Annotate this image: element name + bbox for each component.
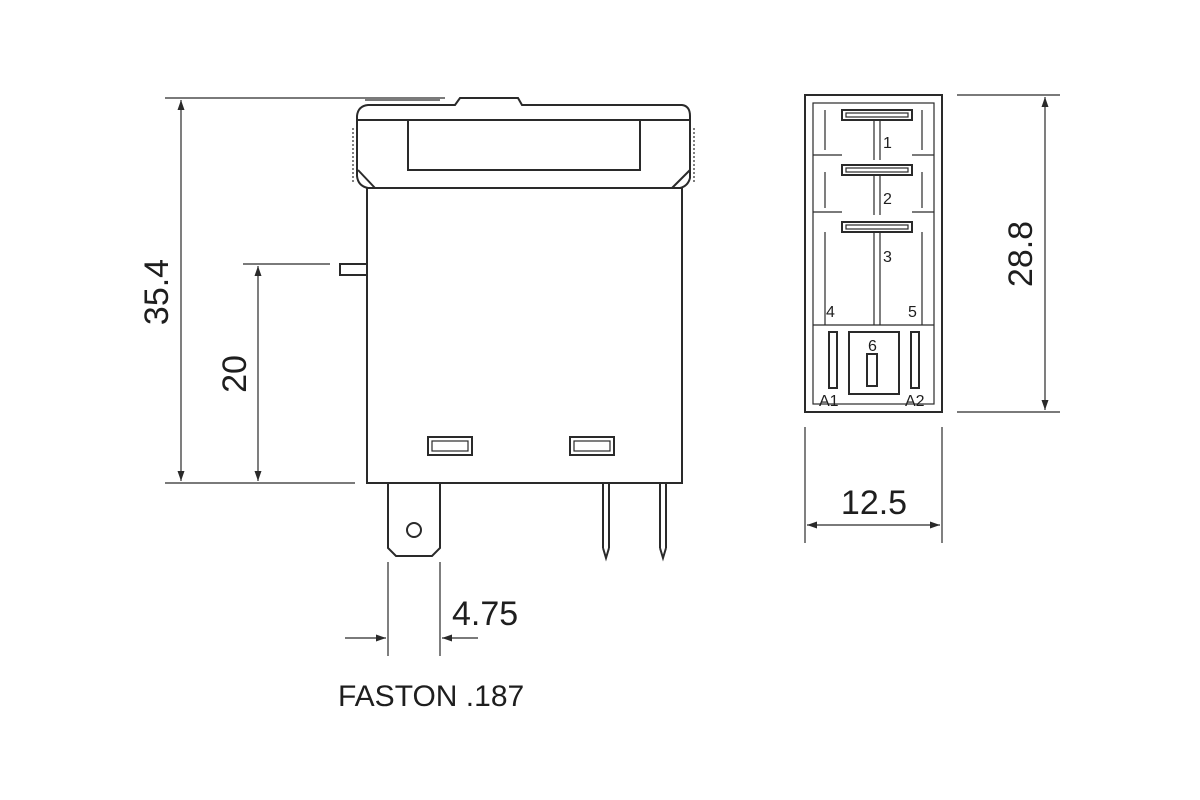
dim-lower-height: 20 bbox=[216, 263, 330, 481]
cap-bevel-left bbox=[357, 169, 376, 189]
dim-faston-width: 4.75 bbox=[345, 562, 518, 656]
pin-label-a1: A1 bbox=[819, 393, 839, 410]
dim-total-height-label: 35.4 bbox=[138, 259, 176, 325]
body-slot-right bbox=[569, 436, 615, 456]
dim-faston-width-label: 4.75 bbox=[452, 595, 518, 633]
pin-label-a2: A2 bbox=[905, 393, 925, 410]
faston-caption: FASTON .187 bbox=[338, 680, 524, 713]
dim-base-height: 28.8 bbox=[957, 94, 1060, 413]
dim-total-height: 35.4 bbox=[138, 97, 445, 484]
body-slot-left-inner bbox=[431, 440, 469, 452]
pin-label-4: 4 bbox=[826, 304, 835, 321]
side-view: 35.4 20 4.75 FASTON .187 bbox=[138, 97, 695, 713]
faston-hole bbox=[406, 522, 422, 538]
pin-label-1: 1 bbox=[883, 135, 892, 152]
grip-texture bbox=[352, 128, 695, 182]
body-slot-right-inner bbox=[573, 440, 611, 452]
dim-base-width-label: 12.5 bbox=[841, 484, 907, 522]
bottom-view: 1 2 3 4 5 6 A1 A2 28.8 12.5 bbox=[804, 94, 1060, 543]
contact-slots bbox=[813, 109, 934, 395]
dim-base-height-label: 28.8 bbox=[1002, 221, 1040, 287]
dim-base-width: 12.5 bbox=[804, 427, 943, 543]
pin-label-2: 2 bbox=[883, 191, 892, 208]
pin-label-3: 3 bbox=[883, 249, 892, 266]
pin-label-6: 6 bbox=[868, 338, 877, 355]
dim-lower-height-label: 20 bbox=[216, 355, 254, 393]
base-inner-outline bbox=[812, 102, 935, 405]
relay-body bbox=[366, 187, 683, 484]
body-slot-left bbox=[427, 436, 473, 456]
cap-bevel-right bbox=[671, 169, 691, 189]
pin-label-5: 5 bbox=[908, 304, 917, 321]
faston-terminal bbox=[387, 482, 441, 557]
pcb-pins bbox=[602, 483, 667, 562]
side-tab bbox=[339, 263, 368, 276]
